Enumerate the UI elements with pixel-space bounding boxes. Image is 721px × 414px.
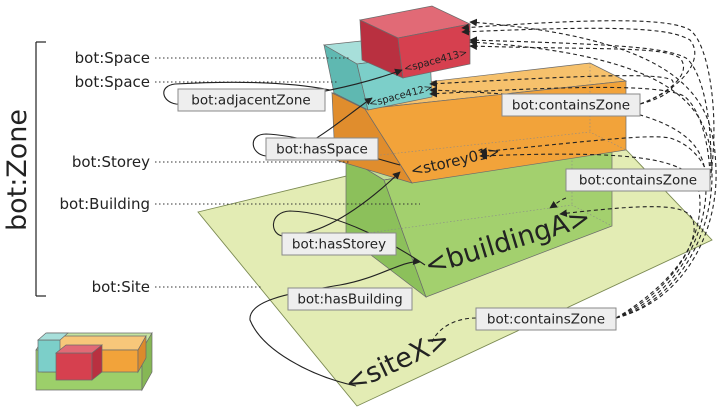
zone-class-label: bot:Zone <box>2 109 33 231</box>
class-label-storey: bot:Storey <box>72 153 150 171</box>
class-label-building: bot:Building <box>60 195 150 213</box>
legend-box <box>35 331 153 392</box>
relation-has-building: bot:hasBuilding <box>287 287 413 311</box>
relation-has-storey-text: bot:hasStorey <box>292 237 386 253</box>
relation-contains-zone-2-text: bot:containsZone <box>579 173 697 189</box>
relation-has-storey: bot:hasStorey <box>281 232 397 256</box>
relation-has-space: bot:hasSpace <box>265 137 379 161</box>
class-label-space-1: bot:Space <box>75 49 150 67</box>
relation-contains-zone-3: bot:containsZone <box>475 307 617 331</box>
zone-bracket <box>35 41 46 297</box>
class-label-space-2: bot:Space <box>75 73 150 91</box>
class-label-site: bot:Site <box>92 278 150 296</box>
relation-contains-zone-2: bot:containsZone <box>565 168 711 192</box>
class-leader-lines <box>155 57 420 288</box>
relation-contains-zone-3-text: bot:containsZone <box>487 312 605 328</box>
relation-has-building-text: bot:hasBuilding <box>297 292 402 308</box>
relation-adjacent-zone: bot:adjacentZone <box>177 88 326 112</box>
relation-has-space-text: bot:hasSpace <box>276 142 368 158</box>
relation-adjacent-zone-text: bot:adjacentZone <box>191 93 310 109</box>
relation-contains-zone-1-text: bot:containsZone <box>512 98 630 114</box>
relation-contains-zone-1: bot:containsZone <box>501 93 641 117</box>
space-413-box <box>358 5 472 79</box>
